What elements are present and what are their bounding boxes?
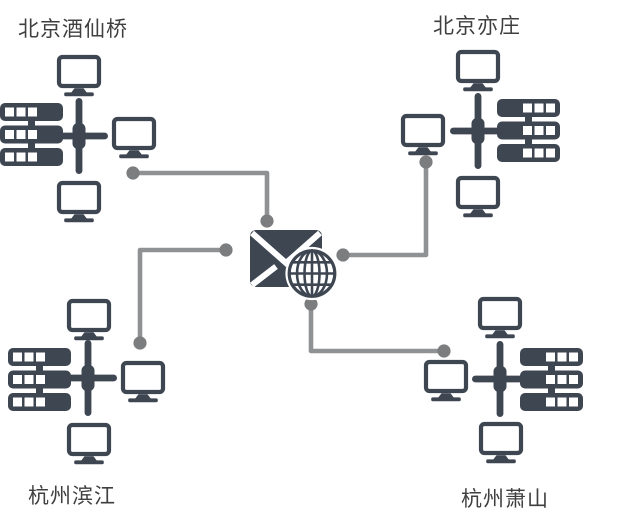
connector-endpoint-dot [133,336,147,350]
server-rack-icon [497,99,560,162]
globe-icon [285,246,339,301]
connectors [133,162,444,354]
cluster-label: 杭州萧山 [461,488,549,511]
internet-mail-hub [250,230,339,301]
monitor-icon [458,178,498,217]
monitor-icon [123,363,163,402]
server-rack-icon [520,348,583,411]
monitor-icon [69,425,109,464]
connector-dots [126,155,451,358]
server-rack-icon [8,348,71,411]
server-rack-icon [0,103,63,166]
cluster-hangzhou-binjiang: 杭州滨江 [8,301,163,508]
monitor-icon [480,299,520,338]
connector-line-top-right [343,162,429,258]
cluster-hangzhou-xiaoshan: 杭州萧山 [426,299,583,511]
connector-line-bottom-right [308,304,444,354]
monitor-icon [403,116,443,155]
monitor-icon [69,301,109,340]
monitor-icon [458,52,498,91]
connector-endpoint-dot [126,166,140,180]
cluster-beijing-yizhuang: 北京亦庄 [403,15,560,217]
monitor-icon [481,424,521,463]
cluster-label: 杭州滨江 [28,485,116,508]
connector-endpoint-dot [437,344,451,358]
monitor-icon [426,362,466,401]
connector-endpoint-dot [419,155,433,169]
monitor-icon [59,183,99,222]
connector-line-top-left [133,170,270,221]
connector-endpoint-dot [260,214,274,228]
monitor-icon [59,57,99,96]
monitor-icon [114,119,154,158]
cluster-label: 北京亦庄 [433,15,521,38]
connector-endpoint-dot [336,248,350,262]
connector-line-bottom-left [137,247,226,343]
cluster-label: 北京酒仙桥 [18,18,128,41]
cluster-beijing-jiuxianqiao: 北京酒仙桥 [0,18,154,222]
connector-endpoint-dot [304,297,318,311]
connector-endpoint-dot [219,243,233,257]
